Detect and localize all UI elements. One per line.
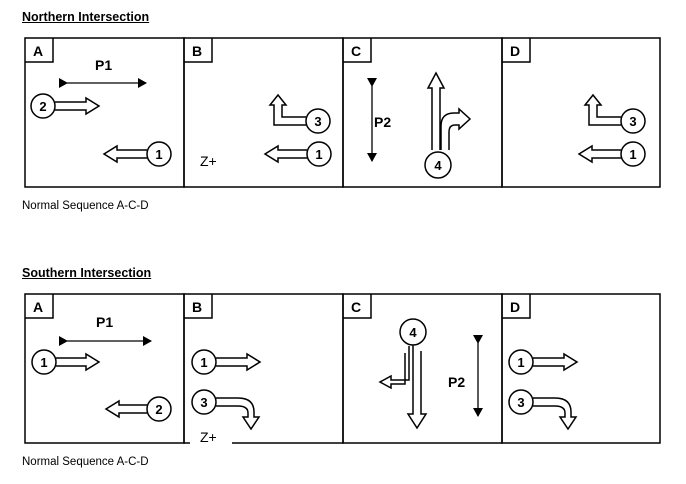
southern-c-left-turn-arrow — [378, 346, 410, 390]
northern-c-through-up-arrow — [426, 71, 446, 150]
northern-c-movement-4-circle — [424, 151, 452, 179]
northern-phase-c-letter: C — [351, 43, 361, 59]
northern-d-movement-3-circle — [620, 108, 646, 134]
northern-phase-d-letter: D — [510, 43, 520, 59]
southern-phase-b-letter: B — [192, 299, 202, 315]
southern-b-through-right-arrow — [216, 352, 262, 372]
southern-phase-a-letter: A — [33, 299, 43, 315]
southern-b-right-turn-arrow — [216, 397, 261, 431]
northern-c-p2-label: P2 — [374, 114, 391, 130]
northern-a-movement-1-label: 1 — [155, 147, 162, 162]
northern-b-zone-label: Z+ — [200, 153, 217, 169]
northern-b-movement-3-circle — [305, 108, 331, 134]
southern-sequence-label: Normal Sequence A-C-D — [22, 456, 149, 468]
northern-letter-boxes — [25, 38, 531, 63]
southern-a-p1-label: P1 — [96, 314, 113, 330]
northern-a-through-left-arrow — [102, 144, 147, 164]
southern-a-movement-1-circle — [31, 349, 57, 375]
southern-c-movement-4-label: 4 — [409, 325, 417, 340]
northern-d-through-left-arrow — [577, 144, 621, 164]
southern-b-movement-1-circle — [191, 349, 217, 375]
southern-phase-d-letter: D — [510, 299, 520, 315]
northern-phase-panels — [24, 37, 661, 188]
northern-a-movement-1-circle — [146, 141, 172, 167]
northern-c-movement-4-label: 4 — [434, 158, 442, 173]
northern-d-movement-1-label: 1 — [629, 147, 636, 162]
northern-phase-a-letter: A — [33, 43, 43, 59]
northern-a-through-right-arrow — [55, 96, 101, 116]
northern-b-movement-1-circle — [306, 141, 332, 167]
northern-sequence-label: Normal Sequence A-C-D — [22, 200, 149, 212]
northern-phase-c-panel — [342, 37, 503, 188]
northern-d-left-turn-arrow — [583, 93, 621, 126]
northern-phase-d-panel — [501, 37, 661, 188]
northern-a-movement-2-circle — [30, 93, 56, 119]
southern-phase-c-letter: C — [351, 299, 361, 315]
southern-a-movement-1-label: 1 — [40, 355, 47, 370]
southern-d-through-right-arrow — [533, 352, 579, 372]
northern-b-through-left-arrow — [263, 144, 307, 164]
southern-c-p2-label: P2 — [448, 374, 465, 390]
southern-b-movement-3-circle — [191, 389, 217, 415]
southern-b-movement-1-label: 1 — [200, 355, 207, 370]
southern-a-through-right-arrow — [56, 352, 101, 372]
southern-intersection-title: Southern Intersection — [22, 266, 152, 280]
northern-d-movement-1-circle — [620, 141, 646, 167]
northern-b-left-turn-arrow — [268, 93, 306, 126]
southern-b-movement-3-label: 3 — [200, 395, 207, 410]
southern-a-movement-2-label: 2 — [155, 402, 162, 417]
northern-b-movement-3-label: 3 — [314, 114, 321, 129]
northern-intersection-title: Northern Intersection — [22, 10, 150, 24]
northern-c-right-turn-arrow — [440, 107, 472, 150]
southern-d-movement-1-circle — [508, 349, 534, 375]
northern-d-movement-3-label: 3 — [629, 114, 636, 129]
southern-d-movement-3-label: 3 — [517, 395, 524, 410]
northern-a-movement-2-label: 2 — [39, 99, 46, 114]
southern-d-movement-1-label: 1 — [517, 355, 524, 370]
southern-phase-panels — [24, 293, 661, 444]
southern-phase-b-panel — [183, 293, 344, 444]
southern-d-right-turn-arrow — [533, 397, 578, 431]
southern-a-through-left-arrow — [104, 399, 147, 419]
southern-d-movement-3-circle — [508, 389, 534, 415]
northern-b-movement-1-label: 1 — [315, 147, 322, 162]
northern-a-p1-label: P1 — [95, 57, 112, 73]
southern-c-through-down-arrow — [406, 345, 428, 430]
southern-phase-d-panel — [501, 293, 661, 444]
northern-phase-b-letter: B — [192, 43, 202, 59]
southern-letter-boxes — [25, 294, 531, 319]
southern-a-movement-2-circle — [146, 396, 172, 422]
southern-b-zone-label: Z+ — [200, 429, 217, 445]
